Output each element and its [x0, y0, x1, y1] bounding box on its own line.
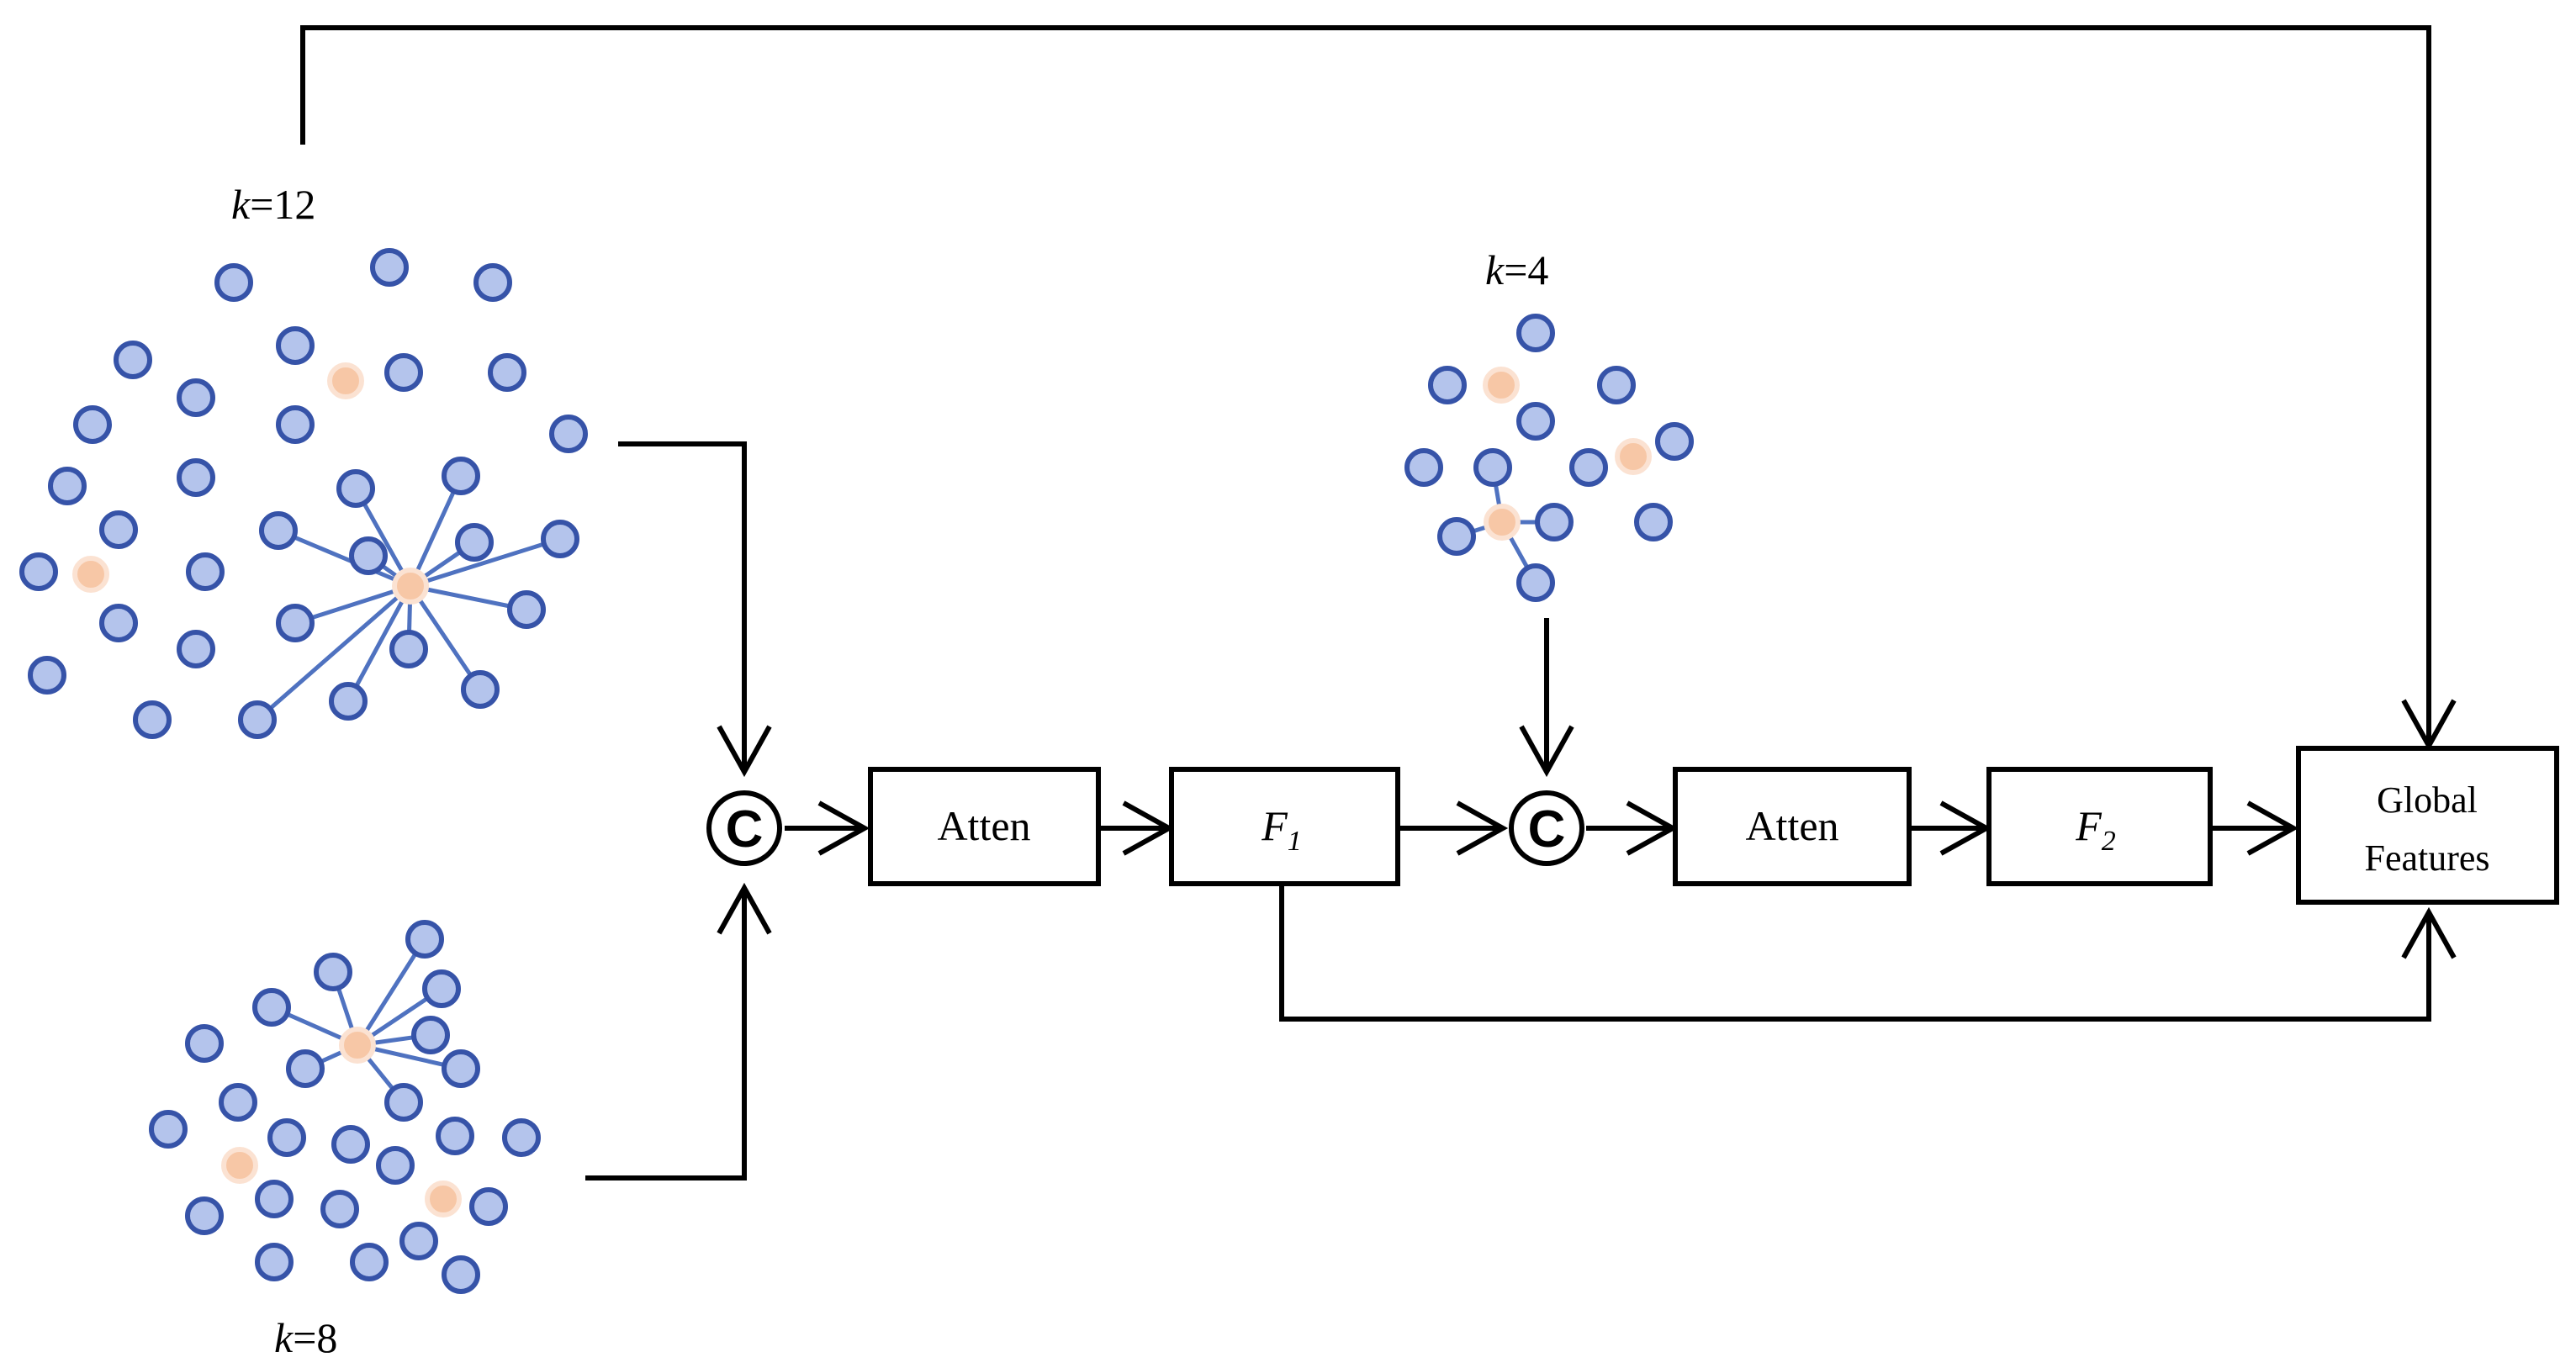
- atten-block-1: Atten: [868, 767, 1101, 886]
- center-points: [72, 362, 429, 605]
- svg-text:F2: F2: [2075, 802, 2116, 857]
- svg-text:Atten: Atten: [937, 802, 1030, 849]
- knn-cluster-k12: k=12: [19, 181, 588, 739]
- f2-block: F2: [1986, 767, 2213, 886]
- knn-cluster-k8: k=8: [149, 920, 541, 1361]
- k12-skip-to-global-arrow: [300, 25, 2457, 752]
- k4-label: k=4: [1485, 246, 1548, 293]
- k8-to-concat1-arrow: [585, 882, 772, 1180]
- f1-block: F1: [1169, 767, 1400, 886]
- center-points: [221, 1027, 462, 1217]
- global-features-block: Global Features: [2296, 746, 2559, 905]
- svg-text:Atten: Atten: [1745, 802, 1838, 849]
- concat-node-1: C: [706, 790, 782, 866]
- concat-node-2: C: [1509, 790, 1584, 866]
- svg-text:Global: Global: [2377, 779, 2478, 821]
- svg-text:C: C: [726, 800, 764, 858]
- svg-text:Features: Features: [2364, 837, 2489, 879]
- neighbor-points: [149, 920, 541, 1294]
- neighbor-points: [1404, 314, 1694, 602]
- neighbor-edges: [256, 474, 561, 721]
- k12-label: k=12: [231, 181, 315, 228]
- connectors: [300, 25, 2457, 1180]
- neighbor-points: [19, 248, 588, 739]
- svg-text:F1: F1: [1261, 802, 1302, 857]
- k12-to-concat1-arrow: [618, 441, 772, 778]
- knn-cluster-k4: k=4: [1404, 246, 1694, 602]
- k8-label: k=8: [274, 1314, 337, 1361]
- f1-skip-to-global-arrow: [1279, 885, 2457, 1022]
- atten-block-2: Atten: [1673, 767, 1912, 886]
- center-points: [1483, 367, 1652, 541]
- svg-text:C: C: [1528, 800, 1566, 858]
